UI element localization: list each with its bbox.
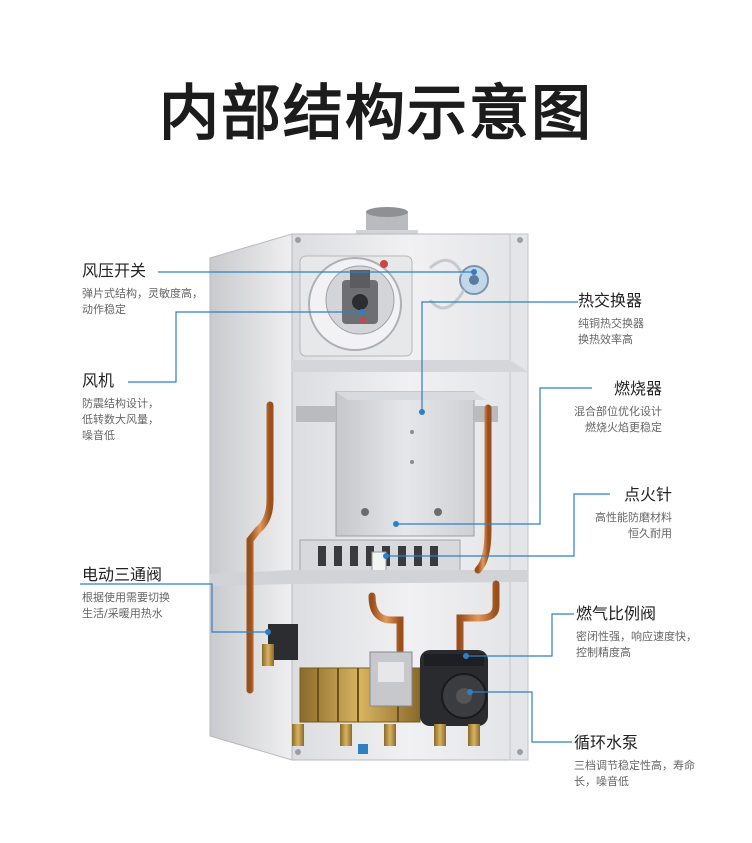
- label-desc-line: 防震结构设计，: [82, 397, 159, 410]
- callout-line-three-way-valve: [80, 583, 268, 633]
- label-desc: 弹片式结构，灵敏度高， 动作稳定: [82, 286, 203, 318]
- label-burner: 燃烧器 混合部位优化设计 燃烧火焰更稳定: [574, 378, 662, 436]
- copper-pipe-left: [246, 401, 274, 694]
- label-desc-line: 三档调节稳定性高，寿命: [574, 759, 695, 772]
- label-desc: 高性能防磨材料 恒久耐用: [595, 510, 672, 542]
- label-name: 电动三通阀: [82, 565, 163, 584]
- label-fan: 风机 防震结构设计， 低转数大风量， 噪音低: [82, 370, 159, 444]
- label-desc-line: 动作稳定: [82, 303, 126, 316]
- label-desc-line: 高性能防磨材料: [595, 511, 672, 524]
- label-desc-line: 换热效率高: [578, 333, 633, 346]
- callout-line-gas-valve: [466, 613, 574, 657]
- label-name: 风压开关: [82, 261, 147, 280]
- label-desc-line: 长，噪音低: [574, 775, 629, 788]
- label-name: 循环水泵: [574, 733, 639, 752]
- label-name: 风机: [82, 371, 115, 390]
- label-heat-exchanger: 热交换器 纯铜热交换器 换热效率高: [578, 290, 644, 348]
- label-desc: 三档调节稳定性高，寿命 长，噪音低: [574, 758, 695, 790]
- label-igniter: 点火针 高性能防磨材料 恒久耐用: [595, 484, 672, 542]
- label-desc-line: 混合部位优化设计: [574, 405, 662, 418]
- label-desc: 密闭性强，响应速度快， 控制精度高: [576, 629, 697, 661]
- label-name: 燃烧器: [613, 379, 662, 398]
- cabinet-right-frame: [509, 233, 529, 761]
- label-desc: 纯铜热交换器 换热效率高: [578, 316, 644, 348]
- copper-pipe-right: [474, 404, 492, 574]
- label-desc-line: 纯铜热交换器: [578, 317, 644, 330]
- label-desc-line: 控制精度高: [576, 646, 631, 659]
- heat-exchanger-box: [335, 391, 475, 537]
- label-desc-line: 生活/采暖用热水: [82, 607, 163, 620]
- label-desc-line: 根据使用需要切换: [82, 591, 170, 604]
- label-name: 热交换器: [578, 291, 643, 310]
- callout-line-burner: [396, 387, 592, 525]
- label-desc-line: 燃烧火焰更稳定: [585, 421, 662, 434]
- label-name: 燃气比例阀: [576, 604, 657, 623]
- label-pump: 循环水泵 三档调节稳定性高，寿命 长，噪音低: [574, 732, 695, 790]
- label-desc-line: 噪音低: [82, 429, 115, 442]
- label-desc-line: 恒久耐用: [628, 527, 672, 540]
- label-name: 点火针: [623, 485, 672, 504]
- callout-line-fan: [128, 311, 362, 383]
- callout-line-pump: [470, 691, 572, 743]
- label-desc: 根据使用需要切换 生活/采暖用热水: [82, 590, 170, 622]
- page-title: 内部结构示意图: [159, 79, 593, 149]
- label-desc-line: 密闭性强，响应速度快，: [576, 630, 697, 643]
- label-three-way-valve: 电动三通阀 根据使用需要切换 生活/采暖用热水: [82, 564, 170, 622]
- label-desc-line: 弹片式结构，灵敏度高，: [82, 287, 203, 300]
- callout-line-igniter: [386, 493, 610, 557]
- label-fan-pressure-switch: 风压开关 弹片式结构，灵敏度高， 动作稳定: [82, 260, 203, 318]
- label-gas-valve: 燃气比例阀 密闭性强，响应速度快， 控制精度高: [576, 603, 697, 661]
- label-desc: 防震结构设计， 低转数大风量， 噪音低: [82, 396, 159, 444]
- callout-line-heat-exchanger: [421, 301, 578, 412]
- label-desc: 混合部位优化设计 燃烧火焰更稳定: [574, 404, 662, 436]
- label-desc-line: 低转数大风量，: [82, 413, 159, 426]
